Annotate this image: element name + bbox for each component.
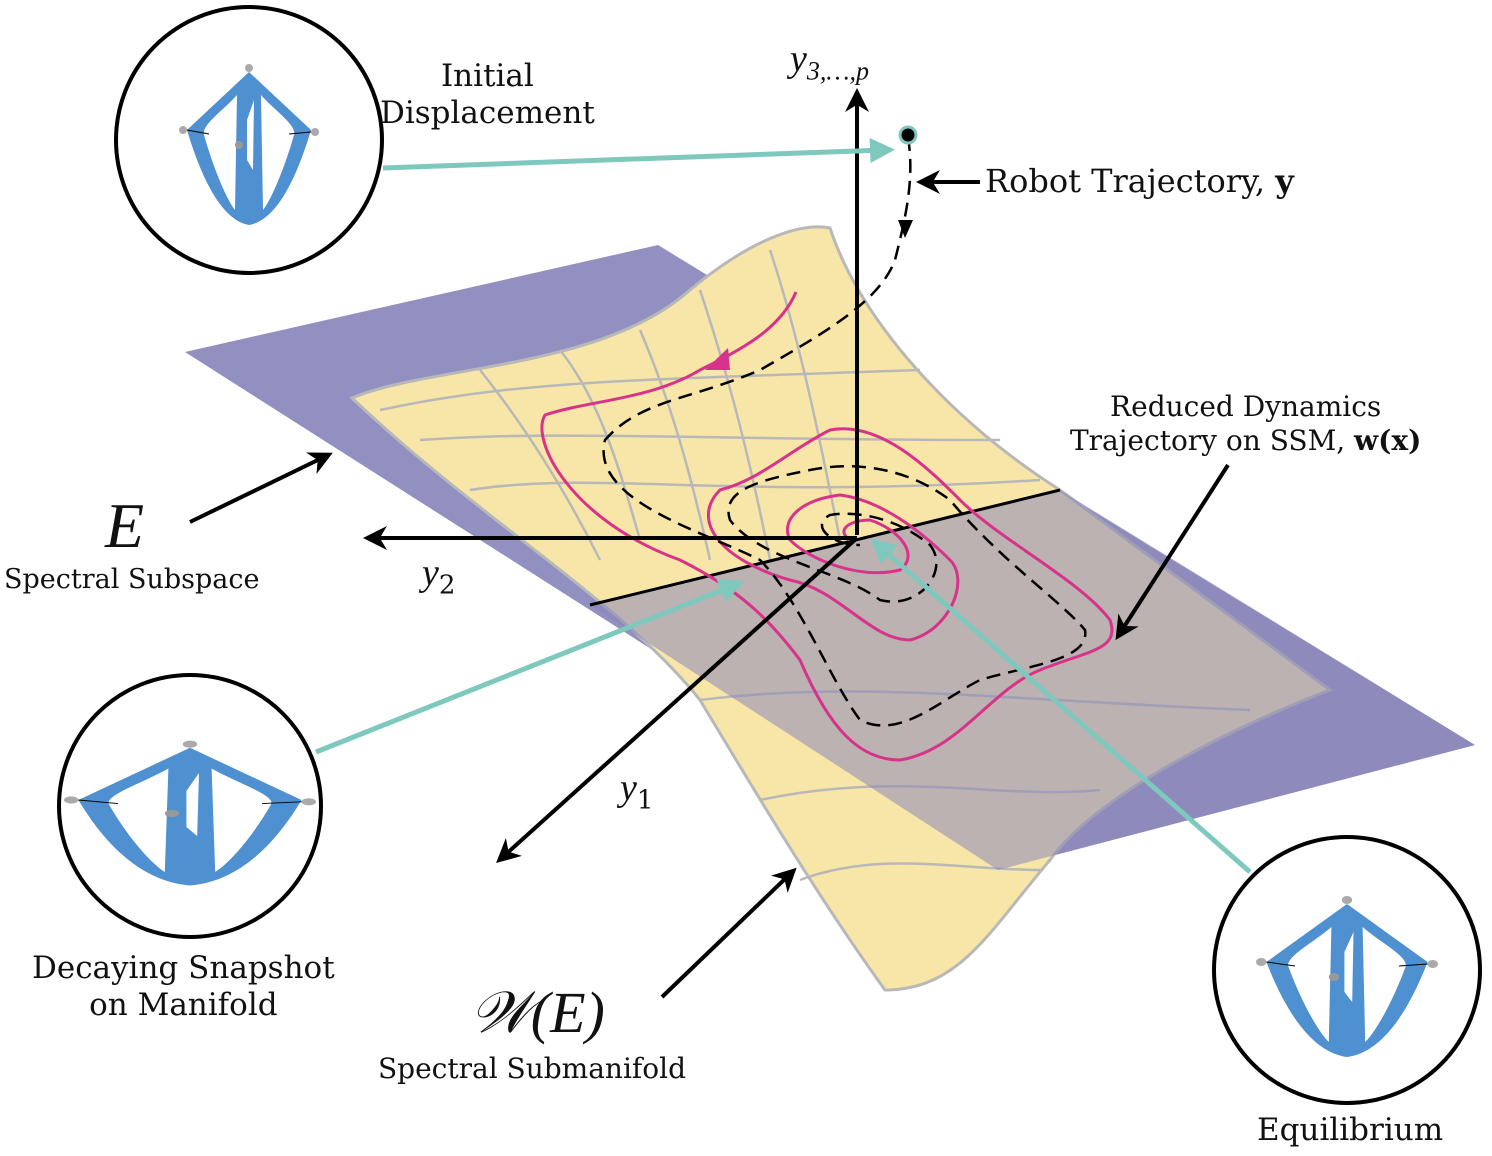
y1-axis-label: y1 [620,767,654,816]
WE-label: 𝒲(E) [470,980,605,1045]
y1-axis [496,536,859,864]
initial-point [898,125,918,145]
equilibrium-label: Equilibrium [1257,1112,1444,1148]
equilibrium-snapshot [1212,835,1482,1105]
y3p-axis-label: y3,…,p [790,38,869,86]
E-label: E [105,490,145,561]
spectral-subspace-label: Spectral Subspace [4,564,260,595]
decaying-snapshot [57,673,323,939]
reduced-dynamics-trajectory [540,291,1114,762]
y2-axis-label: y2 [422,552,456,601]
robot-trajectory [602,136,1087,727]
initial-displacement-snapshot [114,5,384,275]
robot-trajectory-label: Robot Trajectory, y [985,162,1294,200]
spectral-submanifold-label: Spectral Submanifold [378,1052,687,1085]
